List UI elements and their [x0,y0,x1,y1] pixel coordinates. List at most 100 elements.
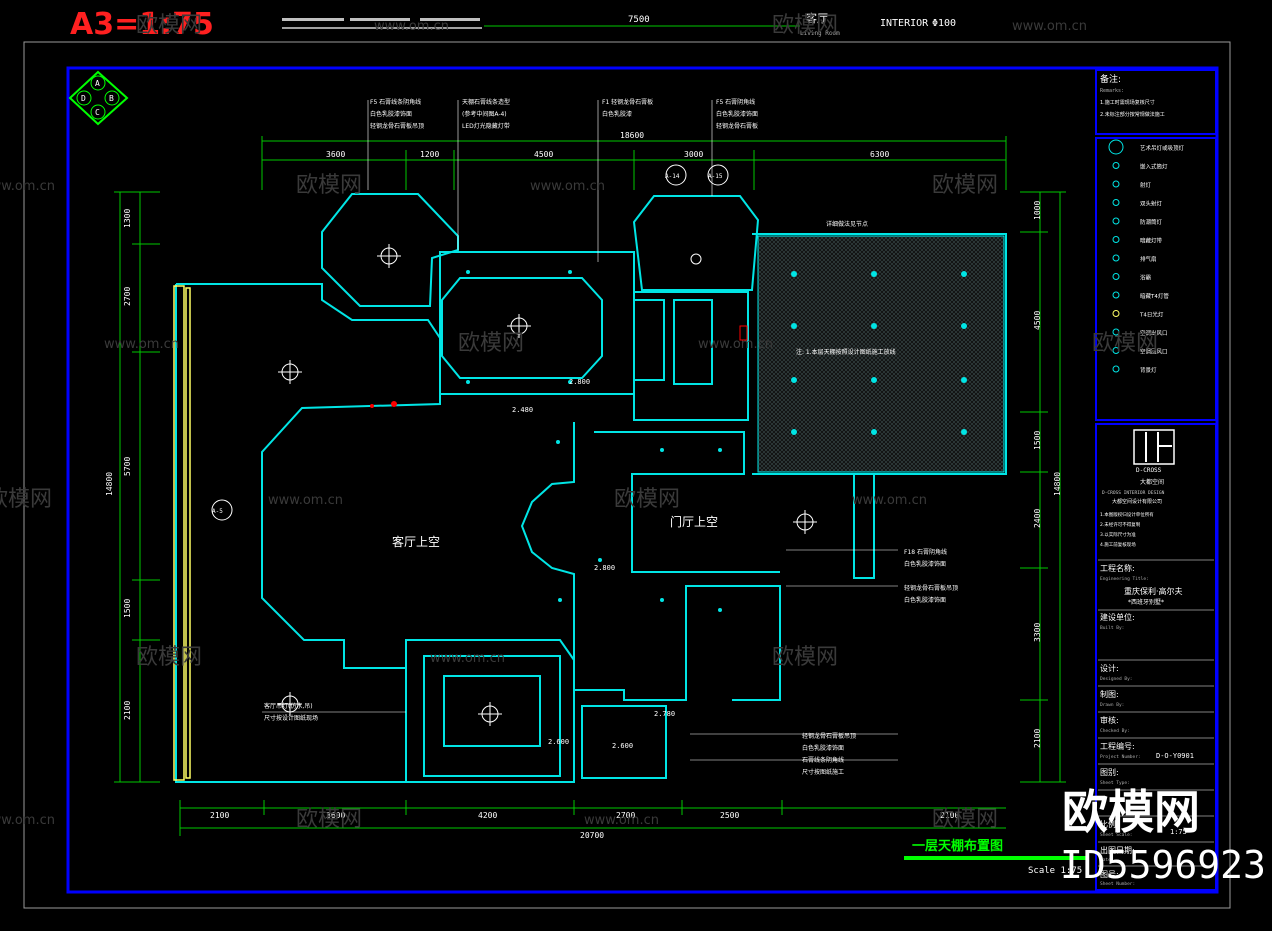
svg-text:Drawn By:: Drawn By: [1100,702,1124,708]
legend-label: 暗藏灯带 [1140,237,1163,245]
notes-heading-en: Remarks: [1100,88,1124,94]
svg-text:2.780: 2.780 [654,710,675,718]
legend-icon [1112,236,1120,243]
svg-text:出图日期:: 出图日期: [1100,845,1135,855]
svg-text:2.600: 2.600 [612,742,633,750]
legend-icon [1108,139,1124,155]
svg-text:尺寸按设计图纸现场: 尺寸按设计图纸现场 [264,714,318,722]
svg-text:2100: 2100 [123,701,132,720]
header-dim: 7500 [628,15,650,25]
svg-text:欧模网: 欧模网 [772,645,838,670]
header-interior: INTERIOR [880,18,929,29]
svg-text:2700: 2700 [123,287,132,306]
svg-text:www.om.cn: www.om.cn [104,337,179,352]
legend-label: 射灯 [1140,181,1152,189]
plan-walls [175,193,1007,783]
svg-text:白色乳胶漆饰面: 白色乳胶漆饰面 [802,744,844,752]
svg-text:轻钢龙骨石膏板吊顶: 轻钢龙骨石膏板吊顶 [370,122,424,130]
svg-text:轻钢龙骨石膏板吊顶: 轻钢龙骨石膏板吊顶 [802,732,856,740]
notes-line-2: 2.未标注部分按常规做法施工 [1100,111,1165,118]
legend-icon [1112,180,1120,188]
svg-text:4200: 4200 [478,811,497,820]
legend-icon [1112,347,1120,354]
legend-icon [1112,273,1120,280]
svg-text:6300: 6300 [870,150,889,159]
legend-icon [1112,291,1120,299]
notes-line-1: 1.施工时需现场复核尺寸 [1100,99,1155,106]
legend-label: 空调出风口 [1140,329,1168,337]
svg-text:1500: 1500 [1033,431,1042,450]
watermark-big: 欧模网 [1062,785,1200,839]
room-label-foyer: 门厅上空 [670,514,718,529]
svg-text:Built By:: Built By: [1100,625,1124,631]
legend-icon [1112,217,1120,225]
legend-label: 嵌入式筒灯 [1140,163,1168,171]
callout-leaders [262,100,898,761]
legend-icon [1112,310,1120,317]
svg-text:欧模网: 欧模网 [296,173,362,198]
legend-label: 背景灯 [1140,366,1157,374]
svg-text:比例:: 比例: [1100,819,1119,829]
svg-text:欧模网: 欧模网 [932,807,998,832]
svg-text:白色乳胶漆饰面: 白色乳胶漆饰面 [370,110,412,118]
marker-a5: A-5 [212,508,223,515]
svg-text:欧模网: 欧模网 [0,487,52,512]
svg-text:2400: 2400 [1033,509,1042,528]
svg-text:Project Number:: Project Number: [1100,754,1141,760]
svg-text:F5 石膏线条阴角线: F5 石膏线条阴角线 [370,98,421,106]
legend-label: 暗藏T4灯管 [1140,292,1169,300]
svg-text:客厅吊灯(仿水,吊): 客厅吊灯(仿水,吊) [264,702,313,710]
svg-text:LED灯光隐藏灯带: LED灯光隐藏灯带 [462,122,510,130]
svg-text:Sheet Type:: Sheet Type: [1100,780,1130,786]
svg-text:www.om.cn: www.om.cn [430,651,505,666]
legend-label: 防潮筒灯 [1140,218,1163,226]
svg-text:www.om.cn: www.om.cn [530,179,605,194]
downlights [466,270,967,612]
company-sub: D-CROSS INTERIOR DESIGN [1102,490,1165,496]
svg-text:2700: 2700 [616,811,635,820]
svg-text:2500: 2500 [720,811,739,820]
title-block-rules [1098,559,1214,867]
svg-text:1500: 1500 [123,599,132,618]
svg-text:详细做法见节点: 详细做法见节点 [826,220,868,228]
svg-text:4500: 4500 [1033,311,1042,330]
svg-text:www.om.cn: www.om.cn [1012,19,1087,34]
svg-text:石膏线条阴角线: 石膏线条阴角线 [802,756,844,764]
svg-text:Designed By:: Designed By: [1100,676,1133,682]
svg-text:白色乳胶漆: 白色乳胶漆 [602,110,632,118]
compass-label-d: D [81,94,86,103]
header-bars [282,18,482,29]
svg-text:欧模网: 欧模网 [614,487,680,512]
svg-text:1200: 1200 [420,150,439,159]
svg-text:2100: 2100 [1033,729,1042,748]
svg-text:欧模网: 欧模网 [772,13,838,38]
drawing-scale: Scale 1:75 [1028,866,1082,876]
svg-text:审核:: 审核: [1100,715,1119,725]
title-block-frame [1095,69,1217,891]
svg-text:欧模网: 欧模网 [458,331,524,356]
svg-text:F5 石膏阴角线: F5 石膏阴角线 [716,98,755,106]
svg-text:欧模网: 欧模网 [1092,331,1158,356]
company-fullname: 大都空间设计有限公司 [1112,498,1162,505]
svg-text:2100: 2100 [940,811,959,820]
compass-label-a: A [95,79,100,88]
svg-text:白色乳胶漆饰面: 白色乳胶漆饰面 [904,560,946,568]
legend-label: 排气扇 [1140,255,1157,263]
legend-label: T4日光灯 [1139,311,1164,319]
legend-icon [1112,254,1120,262]
legend-label: 艺术吊灯或吸顶灯 [1140,144,1185,152]
legend-icon [1112,162,1120,169]
svg-text:图号:: 图号: [1100,870,1119,879]
svg-text:2.800: 2.800 [594,564,615,572]
svg-text:2.480: 2.480 [512,406,533,414]
svg-text:D-O-Y0901: D-O-Y0901 [1156,752,1194,760]
svg-text:工程名称:: 工程名称: [1100,563,1135,573]
svg-text:制图:: 制图: [1100,689,1119,699]
svg-text:14800: 14800 [105,472,114,496]
svg-text:欧模网: 欧模网 [136,645,202,670]
svg-text:白色乳胶漆饰面: 白色乳胶漆饰面 [716,110,758,118]
watermark-id: ID5596923 [1060,843,1266,887]
compass-label-b: B [109,94,114,103]
svg-text:2.600: 2.600 [548,738,569,746]
